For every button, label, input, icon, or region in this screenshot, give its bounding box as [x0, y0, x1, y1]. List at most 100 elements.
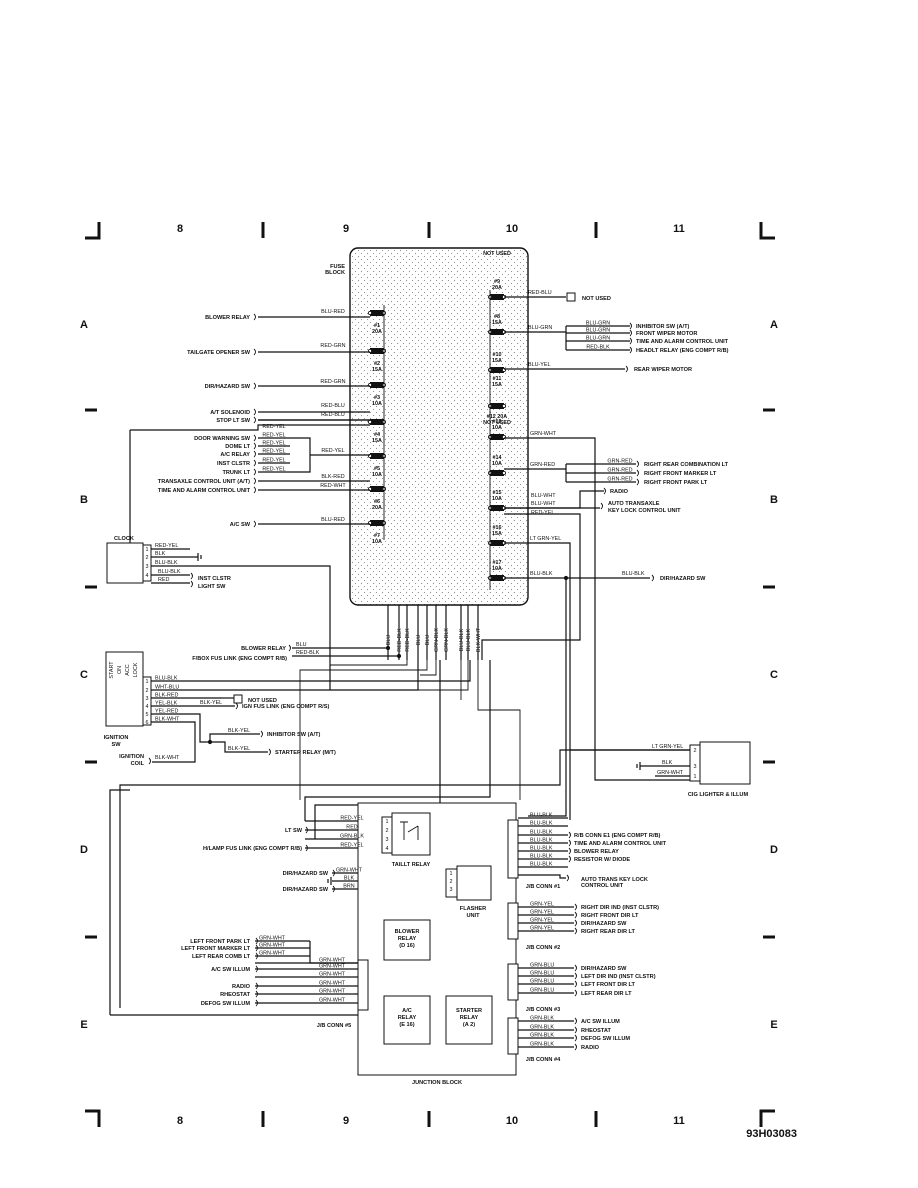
- wire-color-label: BLU: [386, 635, 392, 646]
- wire-color-label: BLU-GRN: [586, 321, 610, 327]
- wire-color-label: BLU-BLK: [158, 569, 181, 575]
- clock-pin: 1: [146, 547, 149, 553]
- left-load-label: TRANSAXLE CONTROL UNIT (A/T): [158, 479, 250, 485]
- fuse-rating: 20A: [372, 329, 382, 335]
- right-load-label: RIGHT FRONT MARKER LT: [644, 471, 717, 477]
- right-load-label: TIME AND ALARM CONTROL UNIT: [636, 339, 729, 345]
- bus-route: [299, 660, 428, 800]
- ignition-pin: 3: [146, 696, 149, 702]
- connector-terminal: [574, 903, 577, 911]
- conn5-bus: [309, 941, 358, 964]
- cig-lighter-body: [699, 741, 751, 785]
- wire-color-label: BLK: [662, 760, 673, 766]
- right-load-label: RIGHT REAR COMBINATION LT: [644, 462, 729, 468]
- blower-relay-label: BLOWER: [395, 929, 420, 935]
- wire-color-label: GRN-WHT: [259, 943, 286, 949]
- wire-color-label: RED-YEL: [262, 458, 285, 464]
- wire-color-label: BLU-BLK: [622, 571, 645, 577]
- wire-color-label: RED-YEL: [340, 816, 363, 822]
- ignition-title: IGNITION: [104, 735, 129, 741]
- connector-terminal: [574, 964, 577, 972]
- wire-color-label: RED: [346, 825, 357, 831]
- connector-terminal: [574, 927, 577, 935]
- connector-terminal: [253, 468, 256, 476]
- wire-color-label: BLK-RED: [155, 693, 178, 699]
- wire-color-label: BLK-WHT: [155, 755, 180, 761]
- fuse-rating: 10A: [492, 566, 502, 572]
- grn-wht-wire: [504, 437, 700, 781]
- conn5-load-label: RADIO: [232, 984, 251, 990]
- connector-terminal: [568, 847, 571, 855]
- wire-color-label: GRN-BLK: [530, 1033, 554, 1039]
- wire-color-label: RED-GRN: [320, 379, 345, 385]
- conn4-load-label: RHEOSTAT: [581, 1028, 612, 1034]
- fuse-element: [490, 505, 504, 511]
- wire-color-label: GRN-RED: [607, 477, 632, 483]
- fuse-number: #11: [493, 376, 502, 382]
- fuse-rating: 15A: [492, 531, 502, 537]
- right-load-label: RADIO: [610, 489, 629, 495]
- wire-color-label: RED-YEL: [340, 843, 363, 849]
- fuse-rating: 20A: [372, 505, 382, 511]
- connector-terminal: [629, 322, 632, 330]
- fuse-number: #12 20A: [487, 414, 507, 420]
- wire-color-label: GRN-YEL: [530, 926, 554, 932]
- grid-row-label-left: C: [80, 669, 88, 681]
- wire-color-label: BLU-BLK: [530, 838, 553, 844]
- grid-column-label-bottom: 9: [343, 1115, 349, 1127]
- cig-lighter-label: CIG LIGHTER & ILLUM: [688, 792, 749, 798]
- connector-terminal: [253, 313, 256, 321]
- right-load-label: AUTO TRANSAXLE: [608, 501, 660, 507]
- fuse-number: #1: [374, 323, 380, 329]
- wire-color-label: BLU-RED: [321, 309, 345, 315]
- conn1-load-label: BLOWER RELAY: [574, 849, 619, 855]
- wire-color-label: GRN-WHT: [319, 958, 346, 964]
- connector-terminal: [253, 477, 256, 485]
- taillt-input-label: H/LAMP FUS LINK (ENG COMPT R/B): [203, 846, 302, 852]
- connector-terminal: [255, 999, 258, 1007]
- conn1-load-label: CONTROL UNIT: [581, 883, 624, 889]
- fuse-rating: 15A: [372, 438, 382, 444]
- fuse-element: [490, 403, 504, 409]
- conn4-load-label: RADIO: [581, 1045, 600, 1051]
- ignition-pin: 1: [146, 679, 149, 685]
- connector-terminal: [255, 952, 258, 960]
- wire-color-label: GRN-WHT: [319, 964, 346, 970]
- fuse-rating: 15A: [492, 320, 502, 326]
- connector-terminal: [305, 826, 308, 834]
- not-used-label: NOT USED: [248, 698, 277, 704]
- connector-terminal: [253, 486, 256, 494]
- not-used-label: NOT USED: [582, 296, 611, 302]
- jb-conn5: [357, 959, 369, 1011]
- jb-conn1: [507, 819, 519, 879]
- connector-terminal: [253, 520, 256, 528]
- connector-terminal: [574, 911, 577, 919]
- connector-terminal: [253, 434, 256, 442]
- wire-color-label: LT GRN-YEL: [530, 536, 561, 542]
- fuse-number: #4: [374, 432, 380, 438]
- left-load-label: DOME LT: [225, 444, 250, 450]
- wire-color-label: RED-YEL: [321, 448, 344, 454]
- flasher-pin: 2: [450, 879, 453, 885]
- conn5-long-wire: [109, 789, 130, 1015]
- ignition-position-label: LOCK: [133, 662, 139, 677]
- fuse-element: [490, 540, 504, 546]
- flasher-input-label: DIR/HAZARD SW: [283, 887, 329, 893]
- wire-color-label: GRN-WHT: [259, 936, 286, 942]
- fuse-number: #17: [493, 560, 502, 566]
- wire-color-label: RED-WHT: [320, 483, 346, 489]
- flasher-label: UNIT: [466, 913, 480, 919]
- connector-terminal: [332, 885, 335, 893]
- connector-terminal: [190, 580, 193, 588]
- conn2-load-label: RIGHT FRONT DIR LT: [581, 913, 639, 919]
- wire-color-label: BLU-BLK: [530, 854, 553, 860]
- fuse-element: [370, 310, 384, 316]
- connector-terminal: [568, 831, 571, 839]
- grid-column-label-top: 10: [506, 223, 518, 235]
- conn1-load-label: RESISTOR W/ DIODE: [574, 857, 630, 863]
- conn5-load-label: DEFOG SW ILLUM: [201, 1001, 250, 1007]
- left-load-label: A/C SW: [230, 522, 251, 528]
- connector-terminal: [574, 1034, 577, 1042]
- clock-pin: 2: [146, 555, 149, 561]
